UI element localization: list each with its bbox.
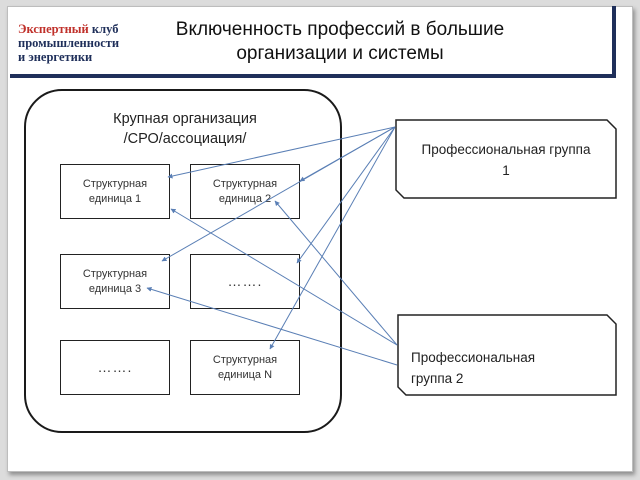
organization-title: Крупная организация /СРО/ассоциация/ <box>113 111 257 147</box>
structural-unit-ellipsis-2: ……. <box>60 340 170 395</box>
professional-group-1: Профессиональная группа 1 <box>395 119 617 199</box>
club-logo: Экспертный клуб промышленности и энергет… <box>18 22 120 64</box>
header-divider <box>10 74 612 78</box>
group-2-shape <box>397 314 617 396</box>
group-1-shape <box>395 119 617 199</box>
professional-group-2: Профессиональная группа 2 <box>397 314 617 396</box>
structural-unit-ellipsis-1: ……. <box>190 254 300 309</box>
page-title: Включенность профессий в большие организ… <box>175 19 505 64</box>
header-vertical-bar <box>612 6 616 78</box>
